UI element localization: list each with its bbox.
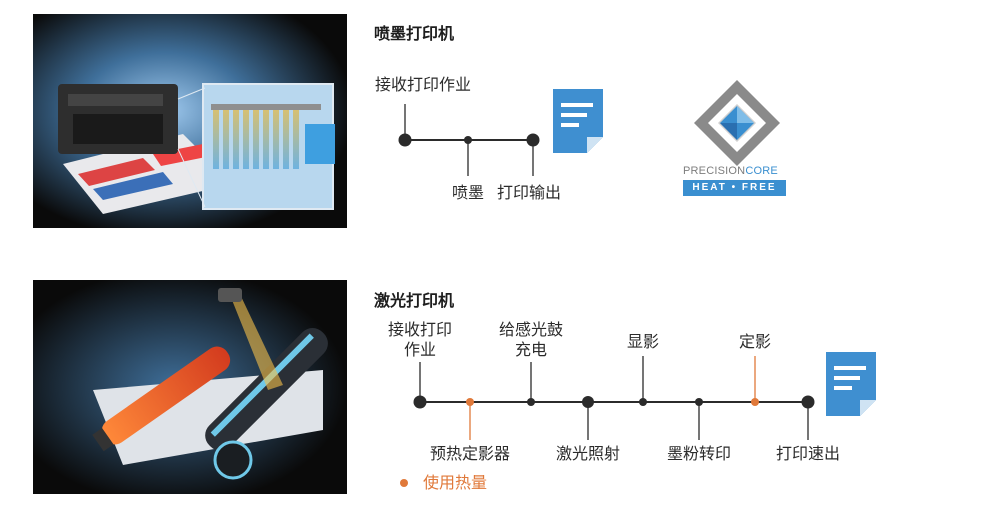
- laser-node-fuse: [751, 398, 759, 406]
- laser-label-transfer: 墨粉转印: [667, 444, 731, 464]
- laser-node-receive: [414, 396, 427, 409]
- heat-legend-dot: [400, 479, 408, 487]
- laser-label-output: 打印速出: [776, 444, 840, 464]
- laser-label-preheat: 预热定影器: [430, 444, 510, 464]
- laser-label-fuse: 定影: [739, 332, 771, 352]
- laser-node-preheat: [466, 398, 474, 406]
- document-icon: [826, 352, 876, 416]
- laser-node-laser: [582, 396, 594, 408]
- laser-node-develop: [639, 398, 647, 406]
- laser-label-receive: 接收打印 作业: [388, 320, 452, 360]
- laser-node-transfer: [695, 398, 703, 406]
- laser-label-charge: 给感光鼓 充电: [499, 320, 563, 360]
- laser-node-charge: [527, 398, 535, 406]
- heat-legend-label: 使用热量: [423, 473, 487, 493]
- laser-node-output: [802, 396, 815, 409]
- laser-label-laser: 激光照射: [556, 444, 620, 464]
- laser-label-develop: 显影: [627, 332, 659, 352]
